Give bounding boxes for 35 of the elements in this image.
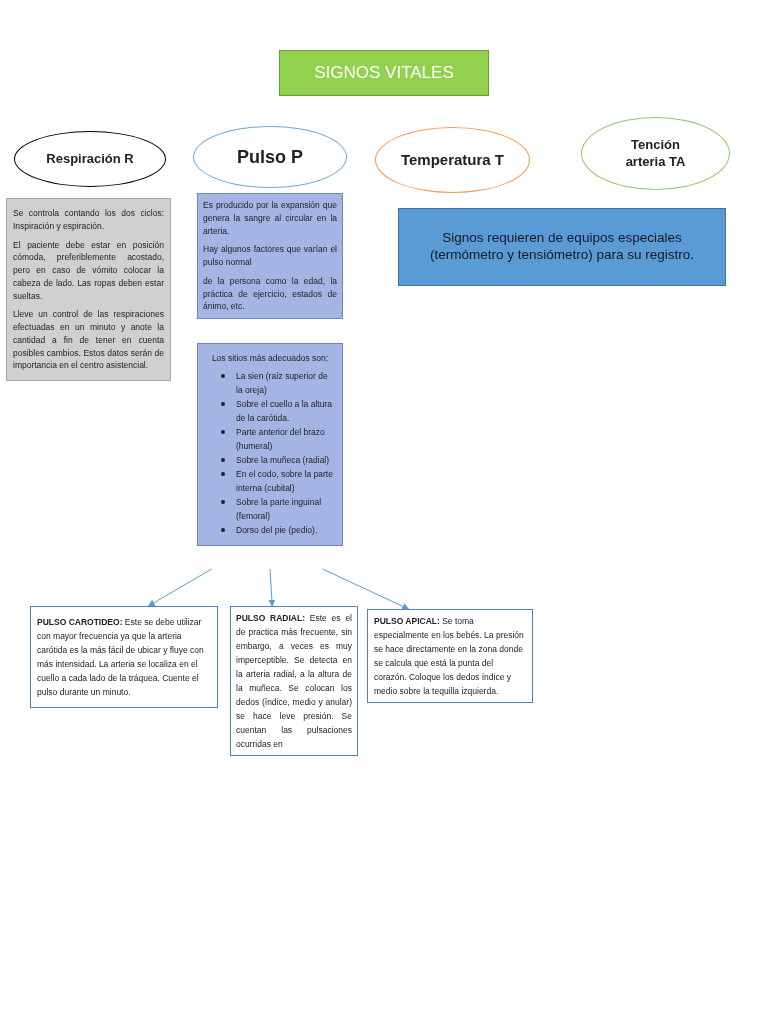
- text-box: [367, 609, 533, 703]
- node-label: Signos requieren de equipos especiales (termómetro y tensiómetro) para su registro.: [428, 230, 696, 264]
- ellipse-node: [581, 117, 730, 190]
- list-item: La sien (raíz superior de la oreja): [236, 369, 329, 397]
- paragraph: El paciente debe estar en posición cómoda, preferiblemente acostado, pero en caso de vómito colocar la cabeza de lado. Las ropas deben estar sueltas.: [13, 238, 164, 303]
- text-box: [230, 606, 358, 756]
- node-label: Pulso P: [237, 145, 303, 169]
- list-item: Sobre el cuello a la altura de la carótida.: [236, 397, 333, 425]
- list-item: Dorso del pie (pedio).: [236, 523, 318, 537]
- arrow: [322, 568, 410, 610]
- paragraph: Se controla contando los dos ciclos: Inspiración y espiración.: [13, 207, 164, 233]
- text-box: [30, 606, 218, 708]
- list-item: Parte anterior del brazo (humeral): [236, 425, 326, 453]
- note-box: [6, 198, 171, 381]
- node-label: Respiración R: [46, 150, 134, 168]
- note-box: [197, 193, 343, 319]
- list-item: En el codo, sobre la parte interna (cubital): [236, 467, 333, 495]
- paragraph: Hay algunos factores que varían el pulso normal: [203, 243, 337, 269]
- list-item: Sobre la muñeca (radial): [236, 453, 330, 467]
- list-item: Sobre la parte inguinal (femoral): [236, 495, 323, 523]
- paragraph: PULSO RADIAL: Este es el de practica más frecuente, sin embargo, a veces es muy imperceptible. Se detecta en la arteria radial, a la altura de la muñeca. Se colocan los dedos (índice, medio y anular) se hace leve presión. Se cuentan las pulsaciones ocurridas en: [236, 612, 352, 751]
- node-label: Tención arteria TA: [624, 137, 687, 170]
- paragraph: PULSO CAROTIDEO: Este se debe utilizar con mayor frecuencia ya que la arteria carótida es la más fácil de ubicar y fluye con más intensidad. La arteria se localiza en el cuello a cada lado de la tráquea. Cuente el pulso durante un minuto.: [37, 616, 205, 699]
- arrow: [268, 568, 276, 607]
- paragraph: PULSO APICAL: Se toma especialmente en los bebés. La presión se hace directamente en la zona donde se calcula que está la punta del corazón. Coloque los dedos índice y medio sobre la tequilla izquierda.: [374, 615, 525, 698]
- node-label: Temperatura T: [400, 150, 505, 170]
- paragraph: Lleve un control de las respiraciones efectuadas en un minuto y anote la cantidad a fin de tener en cuenta posibles cambios. Estos datos serán de importancia en el centro asistencial.: [13, 308, 164, 372]
- paragraph: de la persona como la edad, la práctica de ejercicio, estados de ánimo, etc.: [203, 274, 337, 313]
- title-box: [279, 50, 489, 96]
- list-box: [197, 343, 343, 546]
- node-label: SIGNOS VITALES: [314, 62, 454, 84]
- paragraph: Es producido por la expansión que genera la sangre al circular en la arteria.: [203, 199, 337, 238]
- info-box: [398, 208, 726, 286]
- arrow: [147, 568, 213, 607]
- list-heading: Los sitios más adecuados son:: [210, 352, 330, 365]
